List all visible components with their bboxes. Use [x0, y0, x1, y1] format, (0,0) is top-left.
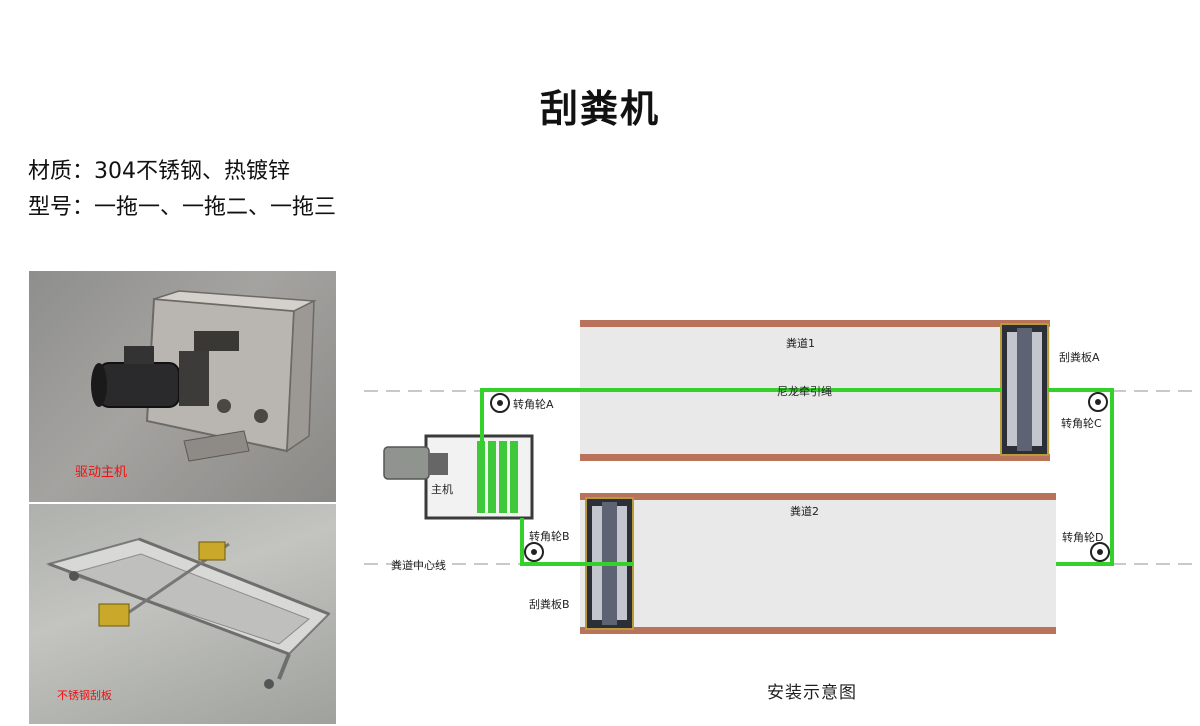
wheel-d-label: 转角轮D	[1062, 531, 1104, 544]
diagram-title: 安装示意图	[767, 683, 857, 703]
scraper-caption: 不锈钢刮板	[57, 689, 112, 702]
scraper-b-label: 刮粪板B	[529, 598, 570, 611]
model-spec: 型号：一拖一、一拖二、一拖三	[28, 195, 337, 220]
host-machine	[383, 434, 534, 520]
material-spec: 材质：304不锈钢、热镀锌	[28, 159, 290, 184]
wheel-c-icon	[1088, 392, 1108, 412]
center-line-label: 粪道中心线	[391, 559, 446, 572]
lane-2-label: 粪道2	[790, 505, 819, 518]
wheel-d-icon	[1090, 542, 1110, 562]
scraper-a-label: 刮粪板A	[1059, 351, 1100, 364]
page-title: 刮粪机	[539, 87, 660, 131]
rope-label: 尼龙牵引绳	[777, 385, 832, 398]
scraper-photo: 不锈钢刮板	[29, 504, 336, 724]
wheel-b-label: 转角轮B	[529, 530, 570, 543]
wheel-c-label: 转角轮C	[1061, 417, 1102, 430]
wheel-a-icon	[490, 393, 510, 413]
drive-unit-photo: 驱动主机	[29, 271, 336, 502]
host-label: 主机	[431, 483, 453, 496]
drive-unit-caption: 驱动主机	[75, 465, 128, 480]
installation-diagram: 粪道1 粪道2 刮粪板A 刮粪板B 尼龙牵引绳 转角轮A 转角轮B 转角轮C 转…	[364, 260, 1200, 726]
scraper-a	[1000, 323, 1049, 456]
lane-1-label: 粪道1	[786, 337, 815, 350]
rope-lower	[520, 518, 633, 566]
lane-2	[580, 493, 1056, 634]
rope-upper	[480, 388, 1001, 450]
wheel-a-label: 转角轮A	[513, 398, 554, 411]
rope-right-top	[1048, 388, 1114, 566]
wheel-b-icon	[524, 542, 544, 562]
